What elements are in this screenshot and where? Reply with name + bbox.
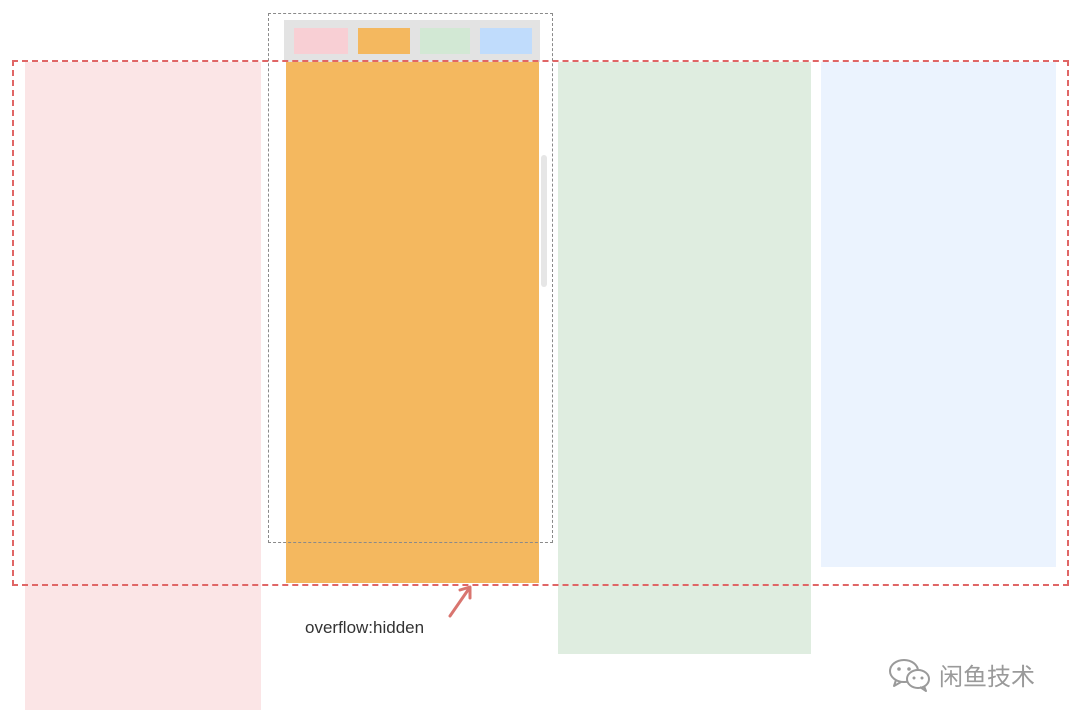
tab-orange[interactable]	[358, 28, 410, 54]
wechat-icon	[889, 659, 930, 692]
pink-column	[25, 62, 261, 710]
watermark-text: 闲鱼技术	[939, 663, 1035, 691]
arrow-icon	[448, 585, 472, 618]
tab-blue[interactable]	[480, 28, 532, 54]
overflow-hidden-container	[12, 60, 1069, 586]
orange-column	[286, 62, 539, 583]
green-column	[558, 62, 811, 654]
tab-green[interactable]	[420, 28, 470, 54]
tab-bar	[284, 20, 540, 62]
tab-pink[interactable]	[294, 28, 348, 54]
overflow-label: overflow:hidden	[305, 618, 425, 637]
scrollbar[interactable]	[541, 155, 547, 287]
blue-column	[821, 62, 1056, 567]
watermark: 闲鱼技术	[887, 654, 1035, 694]
viewport-frame	[268, 13, 553, 543]
